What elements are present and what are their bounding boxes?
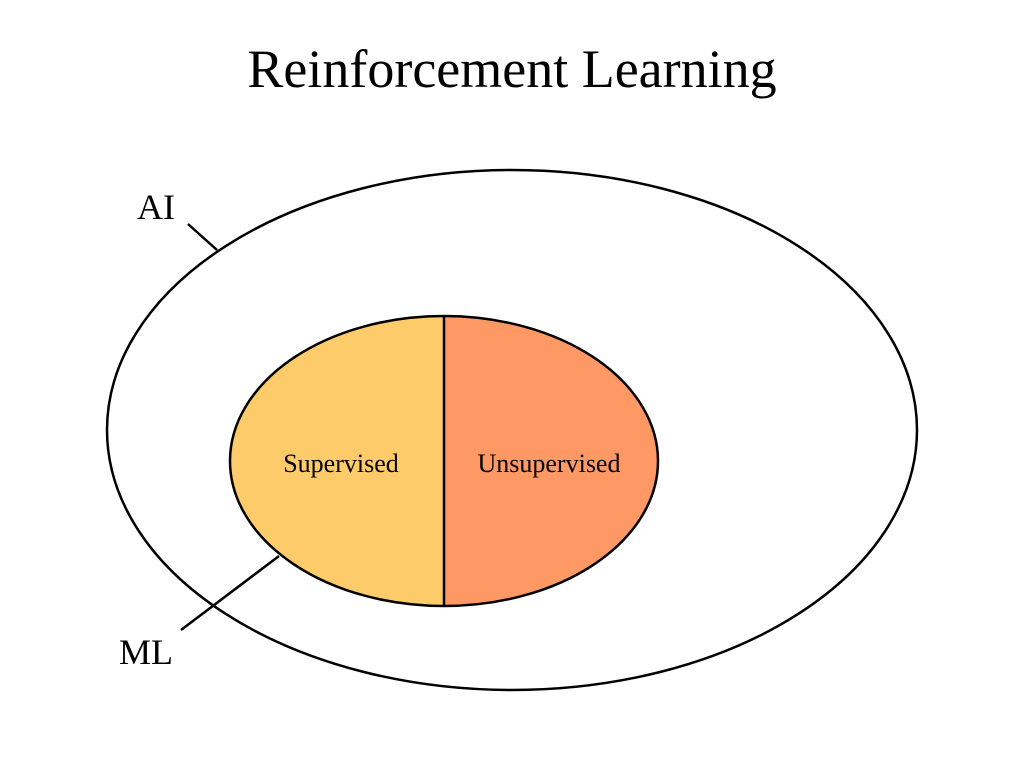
ai-ellipse [105, 168, 919, 692]
ai-leader-line [187, 223, 218, 251]
unsupervised-region [444, 316, 658, 606]
ai-label: AI [137, 187, 175, 227]
unsupervised-label: Unsupervised [478, 449, 621, 478]
ml-leader-line [180, 555, 280, 631]
supervised-region [230, 316, 444, 606]
slide-title: Reinforcement Learning [247, 39, 777, 99]
supervised-label: Supervised [283, 449, 399, 478]
ml-label: ML [119, 632, 173, 672]
